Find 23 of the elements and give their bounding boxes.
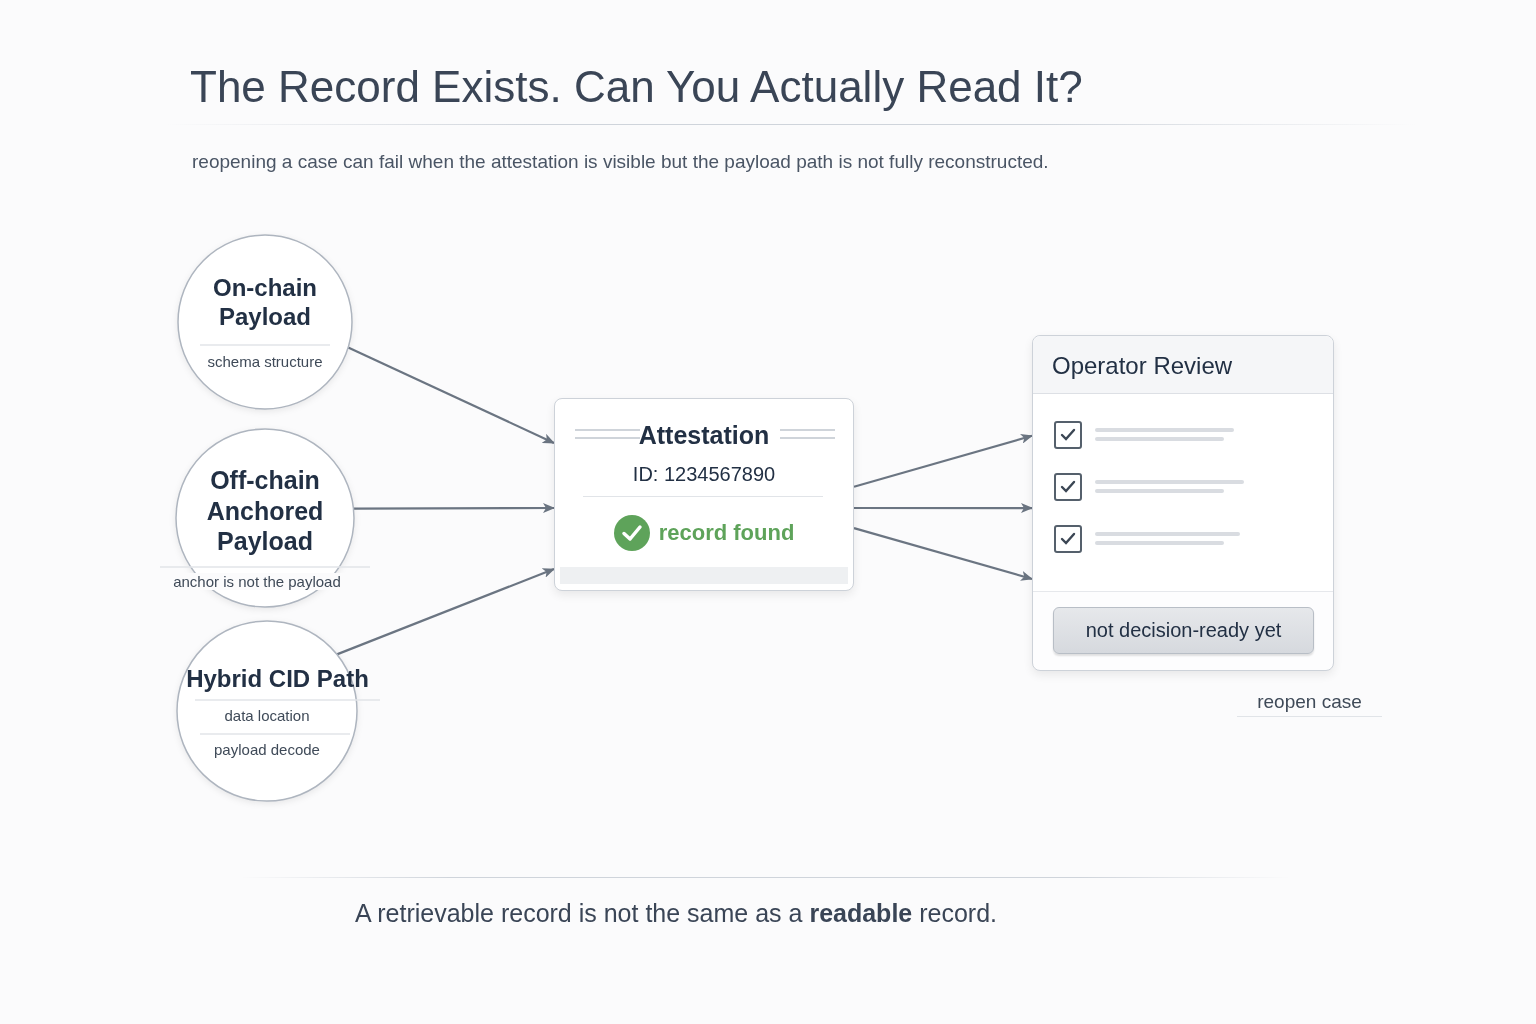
arrow — [853, 527, 1033, 581]
status-button: not decision-ready yet — [1053, 607, 1314, 654]
node-subtext: payload decode — [213, 741, 321, 758]
caption-text: A retrievable record is not the same as a readable record. — [355, 899, 997, 928]
node-heading: On-chain Payload — [212, 273, 318, 332]
arrow — [347, 346, 555, 444]
node-subtext: data location — [223, 707, 311, 724]
status-text: record found — [658, 520, 795, 546]
attestation-card — [554, 398, 854, 591]
node-heading: Off-chain Anchored Payload — [205, 465, 325, 557]
review-panel — [1032, 335, 1334, 671]
subtitle-text: reopening a case can fail when the attestation is visible but the payload path is not fully reconstructed. — [192, 151, 1049, 173]
panel-title: Operator Review — [1052, 352, 1233, 380]
arrow — [336, 567, 555, 656]
node-subtext: schema structure — [206, 353, 324, 370]
node-heading: Hybrid CID Path — [185, 664, 370, 694]
card-title: Attestation — [637, 421, 771, 450]
arrow — [853, 434, 1033, 488]
record-id: ID: 1234567890 — [631, 463, 777, 486]
arrow — [353, 503, 555, 514]
arrow — [854, 503, 1033, 514]
diagram-title: The Record Exists. Can You Actually Read It? — [190, 62, 1083, 112]
note-text: reopen case — [1237, 691, 1382, 717]
